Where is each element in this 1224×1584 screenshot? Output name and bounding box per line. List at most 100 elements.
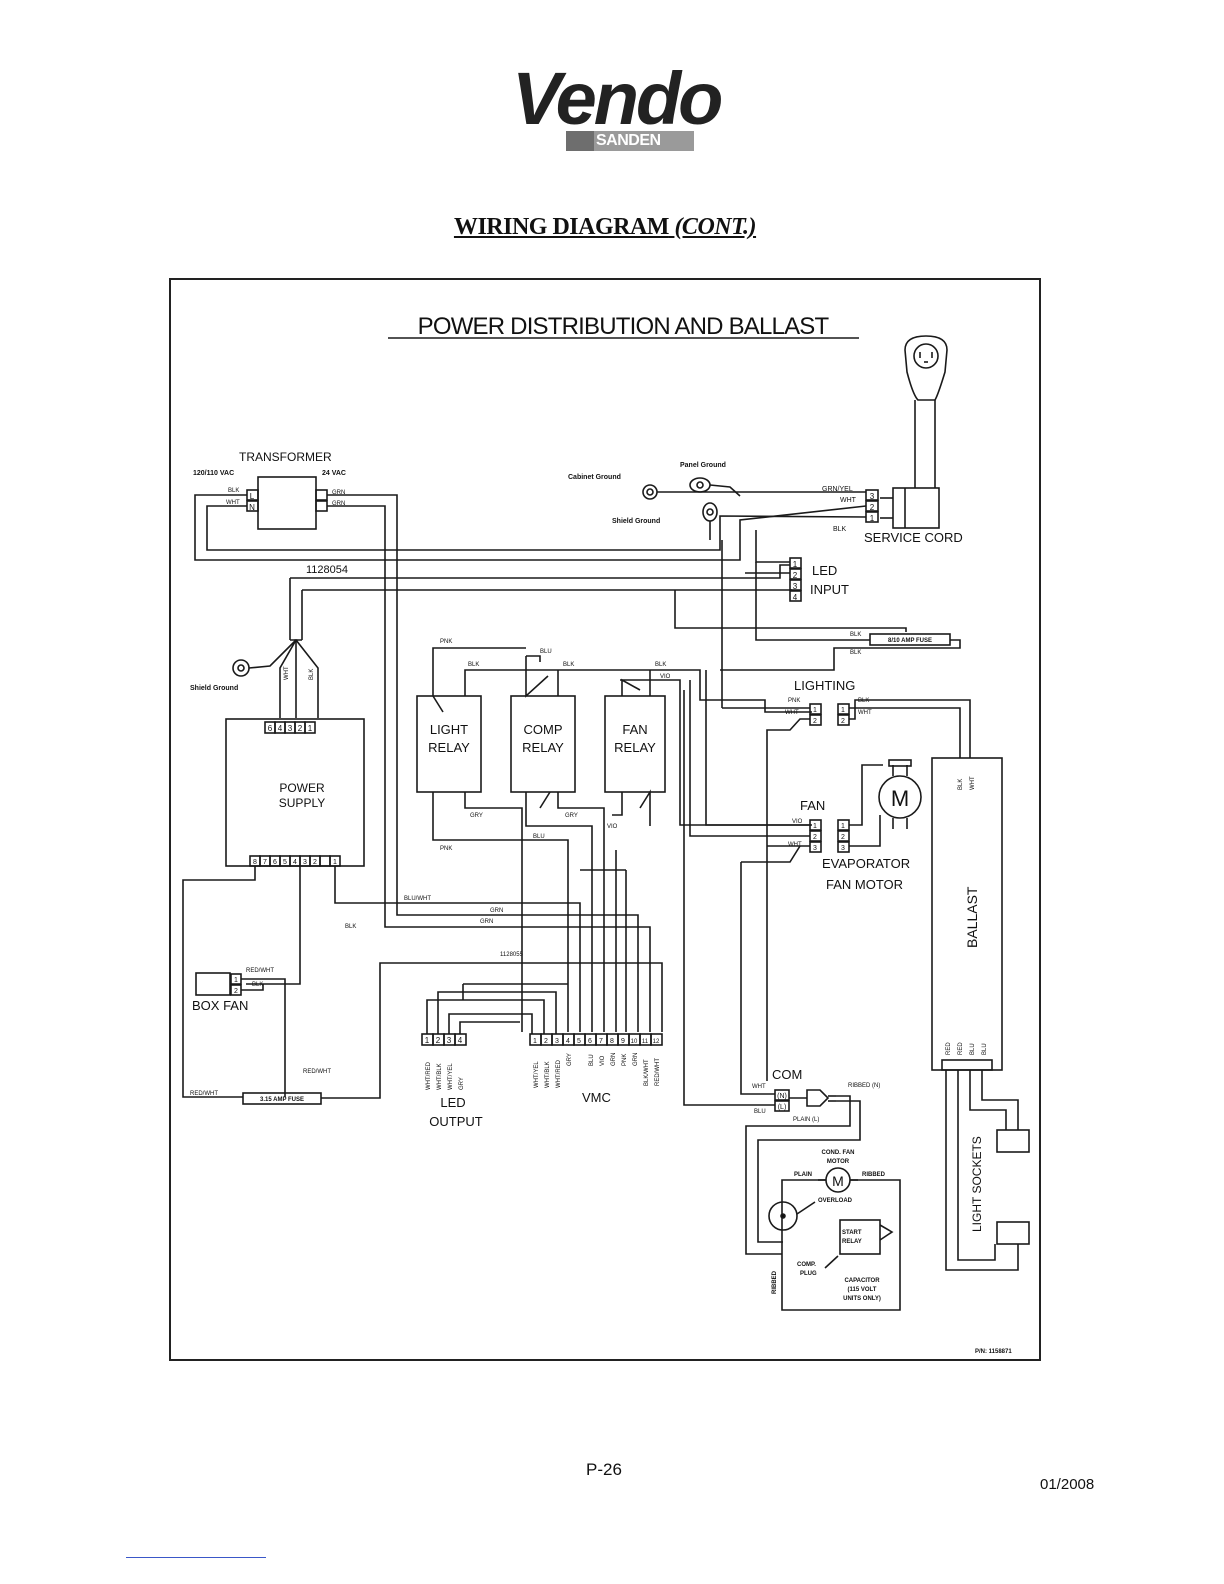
vmc-term-11: 11 <box>642 1039 649 1045</box>
shield-ground-top-label: Shield Ground <box>612 518 660 525</box>
wire-label-plain-l: PLAIN (L) <box>793 1117 819 1123</box>
transformer-secondary-label: 24 VAC <box>322 470 346 477</box>
ps-top-2: 2 <box>298 724 303 733</box>
wire-label-blk-r2: BLK <box>563 662 574 668</box>
wire-label-blk-l: BLK <box>858 698 869 704</box>
led-out-3: 3 <box>447 1036 452 1045</box>
vmc-wire-labels: WHT/YEL WHT/BLK WHT/RED GRY BLU VIO GRN … <box>534 1053 661 1088</box>
wire-label-pnk-2: PNK <box>440 846 452 852</box>
fan-label: FAN <box>800 798 825 813</box>
fan-term-2b: 2 <box>841 834 845 841</box>
wire-label-blk-tr: BLK <box>228 488 239 494</box>
led-in-3: 3 <box>793 582 798 591</box>
ps-bot-3: 3 <box>303 859 307 866</box>
wire-label-ribbed-v: RIBBED <box>772 1270 778 1294</box>
wire-label-gry-1: GRY <box>470 813 483 819</box>
ps-top-4: 4 <box>278 724 283 733</box>
fan-relay-label-2: RELAY <box>614 740 656 755</box>
vmc-label: VMC <box>582 1090 611 1105</box>
ps-top-6: 6 <box>268 724 273 733</box>
box-fan <box>195 972 231 996</box>
fan-term-3a: 3 <box>813 845 817 852</box>
wire-label-blk-ps2: BLK <box>345 924 356 930</box>
vmc-terminals: 1 2 3 4 5 6 7 8 9 10 11 12 <box>529 1033 663 1046</box>
wire-label-wht-ps: WHT <box>284 666 290 680</box>
ps-bot-8: 8 <box>253 859 257 866</box>
power-supply-label-2: SUPPLY <box>279 796 325 810</box>
box-fan-term-1: 1 <box>234 977 238 984</box>
start-relay <box>839 1219 881 1255</box>
led-output-label-2: OUTPUT <box>429 1114 483 1129</box>
com-label: COM <box>772 1067 802 1082</box>
start-relay-label-1: START <box>842 1230 862 1236</box>
vmc-term-7: 7 <box>599 1038 603 1045</box>
lighting-term-2a: 2 <box>813 718 817 725</box>
led-out-4: 4 <box>458 1036 463 1045</box>
comp-plug-label-1: COMP. <box>797 1262 816 1268</box>
box-fan-term-2: 2 <box>234 988 238 995</box>
sanden-logo-text: SANDEN <box>596 132 661 149</box>
page-number: P-26 <box>586 1460 622 1479</box>
comp-plug-label-2: PLUG <box>800 1271 817 1277</box>
wire-label-vio-fan: VIO <box>792 819 803 825</box>
wire-label-vio-1: VIO <box>660 674 671 680</box>
ps-top-1: 1 <box>308 724 313 733</box>
footer-rule <box>126 1557 266 1558</box>
harness-a-label: 1128054 <box>306 564 348 576</box>
transformer-body <box>257 476 317 530</box>
wire-label-blu-2: BLU <box>533 834 545 840</box>
wire-label-redwht-f2: RED/WHT <box>303 1069 331 1075</box>
led-output-wire-1: WHT/RED <box>426 1061 432 1090</box>
vmc-term-6: 6 <box>588 1038 592 1045</box>
light-sockets-label: LIGHT SOCKETS <box>970 1136 984 1232</box>
lighting-term-2b: 2 <box>841 718 845 725</box>
wire-label-blk-ps: BLK <box>309 669 315 680</box>
vmc-wire-8: GRN <box>611 1053 617 1066</box>
capacitor-label-2: (115 VOLT <box>848 1287 877 1293</box>
vmc-term-8: 8 <box>610 1038 614 1045</box>
service-cord-term-3: 3 <box>870 492 875 501</box>
comp-relay <box>510 695 576 793</box>
wire-label-wht-cord: WHT <box>840 497 857 504</box>
led-in-4: 4 <box>793 593 798 602</box>
panel-ground <box>689 477 741 497</box>
wire-label-redwht-f1: RED/WHT <box>190 1091 218 1097</box>
wire-label-grn-tr1: GRN <box>332 490 345 496</box>
wire-label-grn-1: GRN <box>490 908 503 914</box>
wire-label-blk-f8a: BLK <box>850 632 861 638</box>
transformer-term-l: L <box>250 492 255 501</box>
wire-label-grn-tr2: GRN <box>332 501 345 507</box>
led-in-2: 2 <box>793 571 798 580</box>
led-input-label-2: INPUT <box>810 582 849 597</box>
fan-term-3b: 3 <box>841 845 845 852</box>
power-supply-top-terminals: 6 4 3 2 1 <box>264 721 316 734</box>
wire-label-gry-2: GRY <box>565 813 578 819</box>
led-output-label-1: LED <box>440 1095 465 1110</box>
power-supply-bottom-terminals: 8 7 6 5 4 3 2 1 <box>249 855 341 867</box>
sanden-logo-mark <box>566 131 594 151</box>
lighting-term-1a: 1 <box>813 707 817 714</box>
light-socket-top <box>996 1129 1030 1153</box>
led-out-1: 1 <box>425 1036 430 1045</box>
led-out-2: 2 <box>436 1036 441 1045</box>
evap-label-1: EVAPORATOR <box>822 856 910 871</box>
transformer-primary-label: 120/110 VAC <box>193 470 234 477</box>
wire-label-blu-1: BLU <box>540 649 552 655</box>
panel-ground-label: Panel Ground <box>680 462 726 469</box>
ballast-wire-bot-1: RED <box>946 1042 952 1055</box>
service-cord-label: SERVICE CORD <box>864 530 963 545</box>
evap-motor-symbol: M <box>891 786 909 811</box>
harness-b-label: 1128055 <box>500 952 524 958</box>
fan-term-1b: 1 <box>841 823 845 830</box>
ps-bot-4: 4 <box>293 859 297 866</box>
vmc-wire-9: PNK <box>622 1054 628 1066</box>
fan-relay <box>604 695 666 793</box>
ps-bot-6: 6 <box>273 859 277 866</box>
comp-relay-label-1: COMP <box>524 722 563 737</box>
capacitor-label-3: UNITS ONLY) <box>843 1296 881 1302</box>
wire-label-wht-com: WHT <box>752 1084 766 1090</box>
wire-label-blk-cord: BLK <box>833 526 847 533</box>
fan-terminals: 1 2 3 1 2 3 <box>809 819 850 853</box>
ps-bot-1: 1 <box>333 859 337 866</box>
